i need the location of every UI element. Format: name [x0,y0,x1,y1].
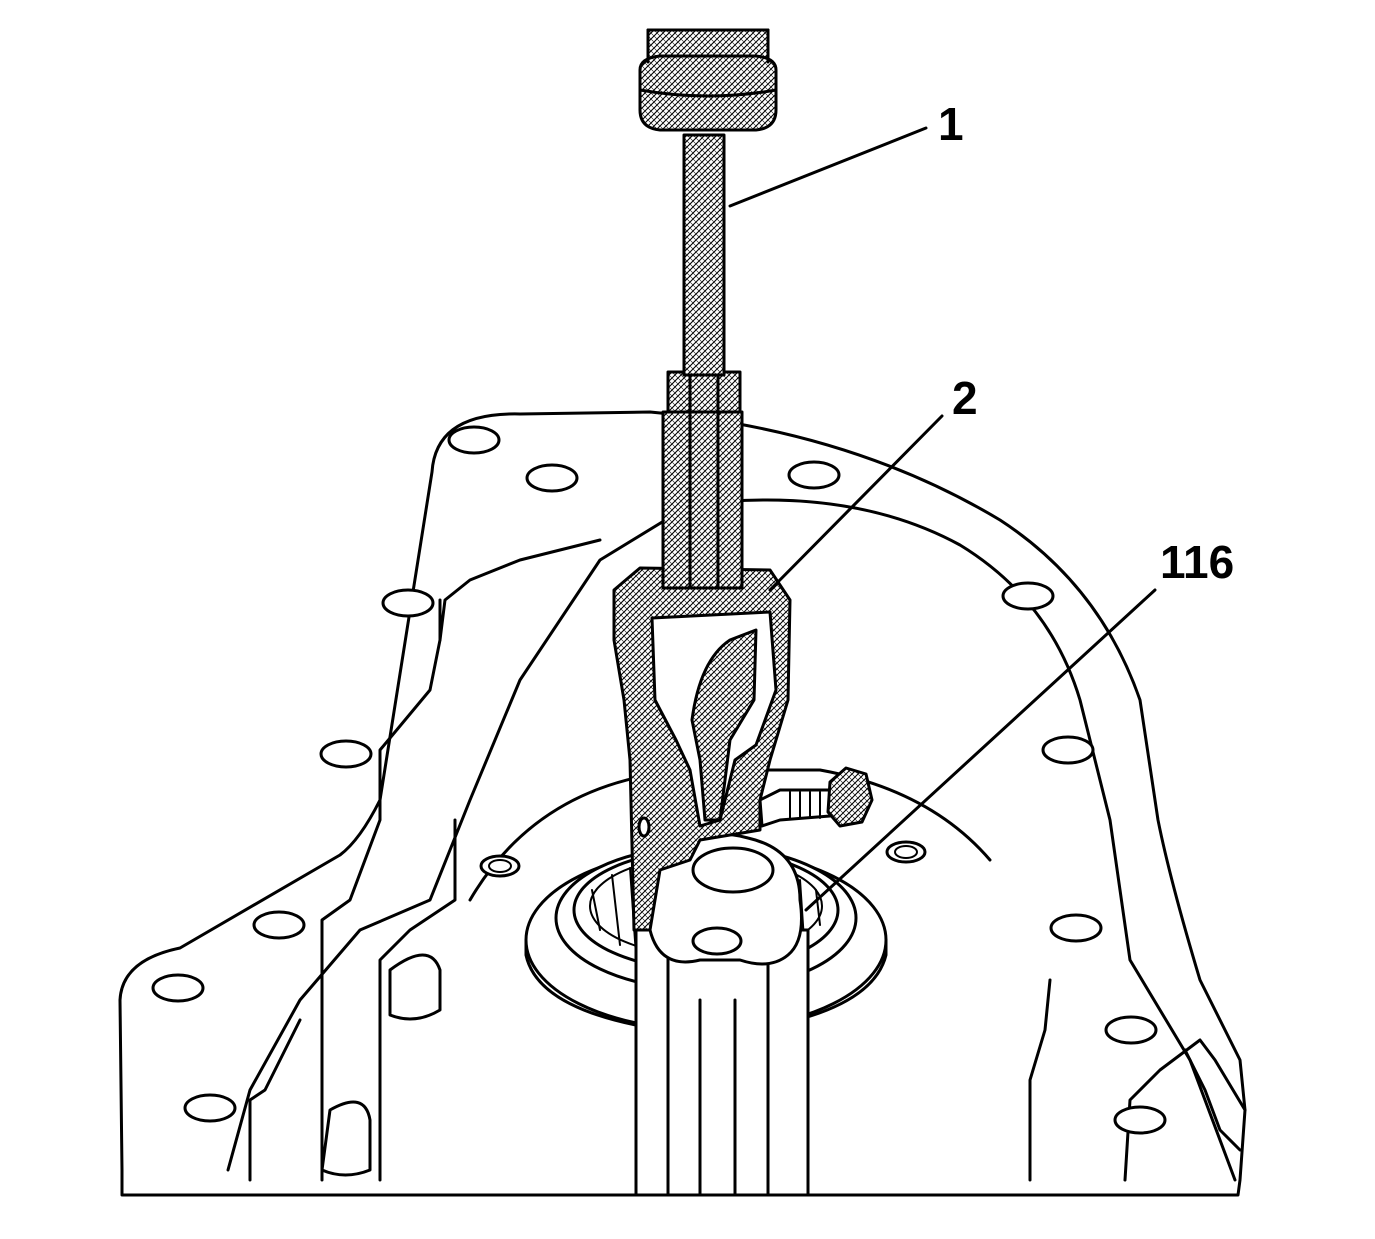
callout-label-1: 1 [938,98,964,150]
output-shaft [634,831,810,1197]
flange-bolt-holes [151,425,1167,1135]
callout-2: 2 [768,372,978,592]
callout-label-2: 2 [952,372,978,424]
callout-label-116: 116 [1160,536,1234,588]
slide-hammer-1 [638,28,778,590]
puller-jaw-2 [612,566,874,932]
callout-116: 116 [804,536,1234,912]
callout-1: 1 [728,98,964,208]
